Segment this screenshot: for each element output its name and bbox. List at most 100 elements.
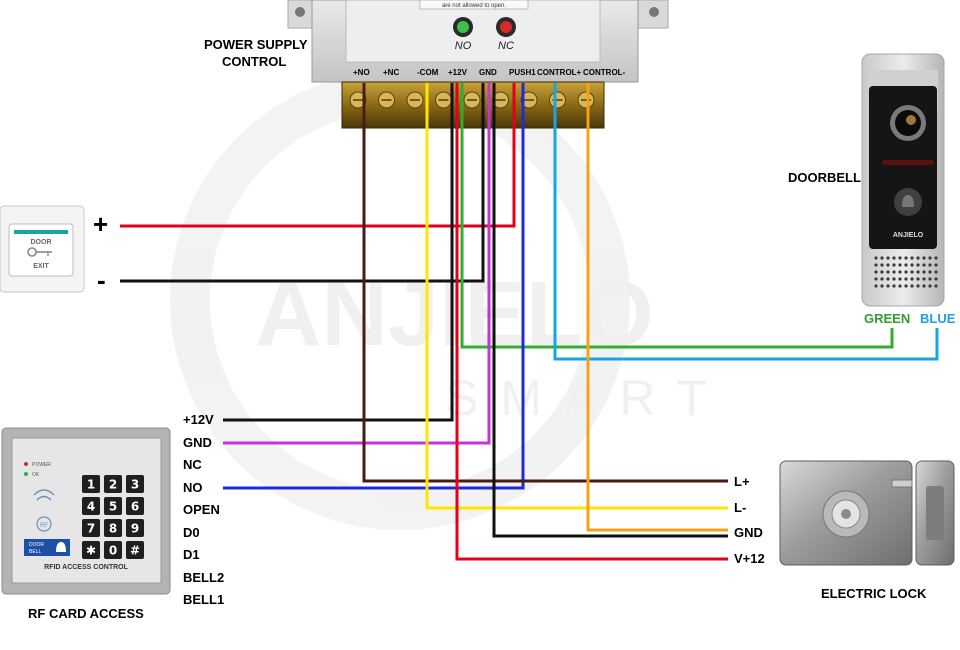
grille-hole <box>916 263 920 267</box>
keypad-key[interactable] <box>82 541 100 559</box>
keypad-key[interactable] <box>104 541 122 559</box>
lock-latch <box>891 479 913 488</box>
terminal-label-control-plus: CONTROL+ <box>537 68 582 77</box>
rf-pin-d1: D1 <box>183 547 200 562</box>
grille-hole <box>874 284 878 288</box>
no-led-icon <box>457 21 469 33</box>
grille-hole <box>928 270 932 274</box>
keypad-key[interactable] <box>126 497 144 515</box>
watermark: ANJIELO SMART <box>170 70 707 530</box>
grille-hole <box>928 277 932 281</box>
wire-lock-l-minus <box>425 83 728 510</box>
wire-reader-gnd <box>223 83 491 445</box>
grille-hole <box>874 277 878 281</box>
keypad-key[interactable] <box>104 519 122 537</box>
doorbell-unit: ANJIELO <box>861 53 945 307</box>
keypad-key[interactable] <box>104 497 122 515</box>
keypad-key-label: 7 <box>87 522 95 536</box>
ir-led-strip <box>882 160 934 165</box>
keypad-key[interactable] <box>126 519 144 537</box>
key-icon <box>27 247 52 257</box>
keypad-key-label: 4 <box>87 500 95 514</box>
rf-pin-bell2: BELL2 <box>183 570 225 585</box>
grille-hole <box>898 270 902 274</box>
grille-hole <box>880 284 884 288</box>
rf-pin-open: OPEN <box>183 502 220 517</box>
terminal-label-nc: +NC <box>383 68 400 77</box>
grille-hole <box>910 284 914 288</box>
notice-label <box>419 0 529 10</box>
lock-pin-gnd: GND <box>734 525 763 540</box>
lock-strike-slot <box>926 486 944 540</box>
rf-pin-no: NO <box>183 480 203 495</box>
rf-badge-text: RF <box>40 523 48 529</box>
camera-lens <box>906 115 916 125</box>
keypad-key-label: # <box>130 544 140 558</box>
lock-pin-l-minus: L- <box>734 500 747 515</box>
grille-hole <box>928 263 932 267</box>
lock-caption: ELECTRIC LOCK <box>821 586 927 601</box>
grille-hole <box>886 284 890 288</box>
power-supply-caption-line2: CONTROL <box>222 54 287 69</box>
door-bell-line2: BELL <box>29 549 41 555</box>
grille-hole <box>892 263 896 267</box>
grille-hole <box>898 263 902 267</box>
keypad-key[interactable] <box>82 519 100 537</box>
grille-hole <box>934 263 938 267</box>
grille-hole <box>910 256 914 260</box>
keypad-key[interactable] <box>82 475 100 493</box>
grille-hole <box>880 256 884 260</box>
terminal-label-control-minus: CONTROL- <box>583 68 626 77</box>
rf-pin-nc: NC <box>183 457 202 472</box>
doorbell-logo: ANJIELO <box>893 232 924 239</box>
grille-hole <box>916 270 920 274</box>
keypad-key-label: 2 <box>109 478 117 492</box>
grille-hole <box>886 270 890 274</box>
power-led-label: POWER <box>32 462 51 468</box>
wire-lock-l-plus <box>362 83 728 483</box>
bell-icon <box>56 542 66 552</box>
power-supply-unit: are not allowed to open. NO NC <box>287 0 669 129</box>
keypad-key-label: 6 <box>131 500 139 514</box>
keypad-key-label: ✱ <box>86 544 96 558</box>
wire-reader-no <box>223 83 525 490</box>
grille-hole <box>898 277 902 281</box>
keypad-key[interactable] <box>104 475 122 493</box>
grille-hole <box>922 277 926 281</box>
mount-hole-icon <box>649 7 659 17</box>
electric-lock-unit <box>779 460 955 566</box>
keypad-key-label: 9 <box>131 522 139 536</box>
rf-pin-gnd: GND <box>183 435 212 450</box>
grille-hole <box>910 277 914 281</box>
grille-hole <box>886 256 890 260</box>
rf-waves-icon <box>33 489 55 501</box>
keypad-key[interactable] <box>82 497 100 515</box>
grille-hole <box>928 284 932 288</box>
grille-hole <box>904 270 908 274</box>
keypad-key-label: 8 <box>109 522 117 536</box>
wire-reader-12v <box>223 83 454 422</box>
grille-hole <box>922 263 926 267</box>
grille-hole <box>934 256 938 260</box>
ok-led-icon <box>24 472 28 476</box>
grille-hole <box>916 284 920 288</box>
power-supply-caption-line1: POWER SUPPLY <box>204 37 308 52</box>
grille-hole <box>934 277 938 281</box>
grille-hole <box>886 263 890 267</box>
wire-lock-gnd-orange <box>586 83 728 532</box>
nc-led-icon <box>500 21 512 33</box>
keypad-key[interactable] <box>126 541 144 559</box>
keypad-key-label: 1 <box>87 478 95 492</box>
grille-hole <box>904 263 908 267</box>
keypad-key[interactable] <box>126 475 144 493</box>
mount-hole-icon <box>295 7 305 17</box>
bell-glyph <box>902 195 914 207</box>
watermark-brand: ANJIELO <box>255 263 654 365</box>
keypad-key-label: 0 <box>109 544 117 558</box>
power-supply-panel <box>345 0 601 63</box>
keypad-key-label: 3 <box>131 478 139 492</box>
grille-hole <box>922 284 926 288</box>
speaker-grille <box>874 256 938 288</box>
rf-badge-icon <box>36 516 52 532</box>
